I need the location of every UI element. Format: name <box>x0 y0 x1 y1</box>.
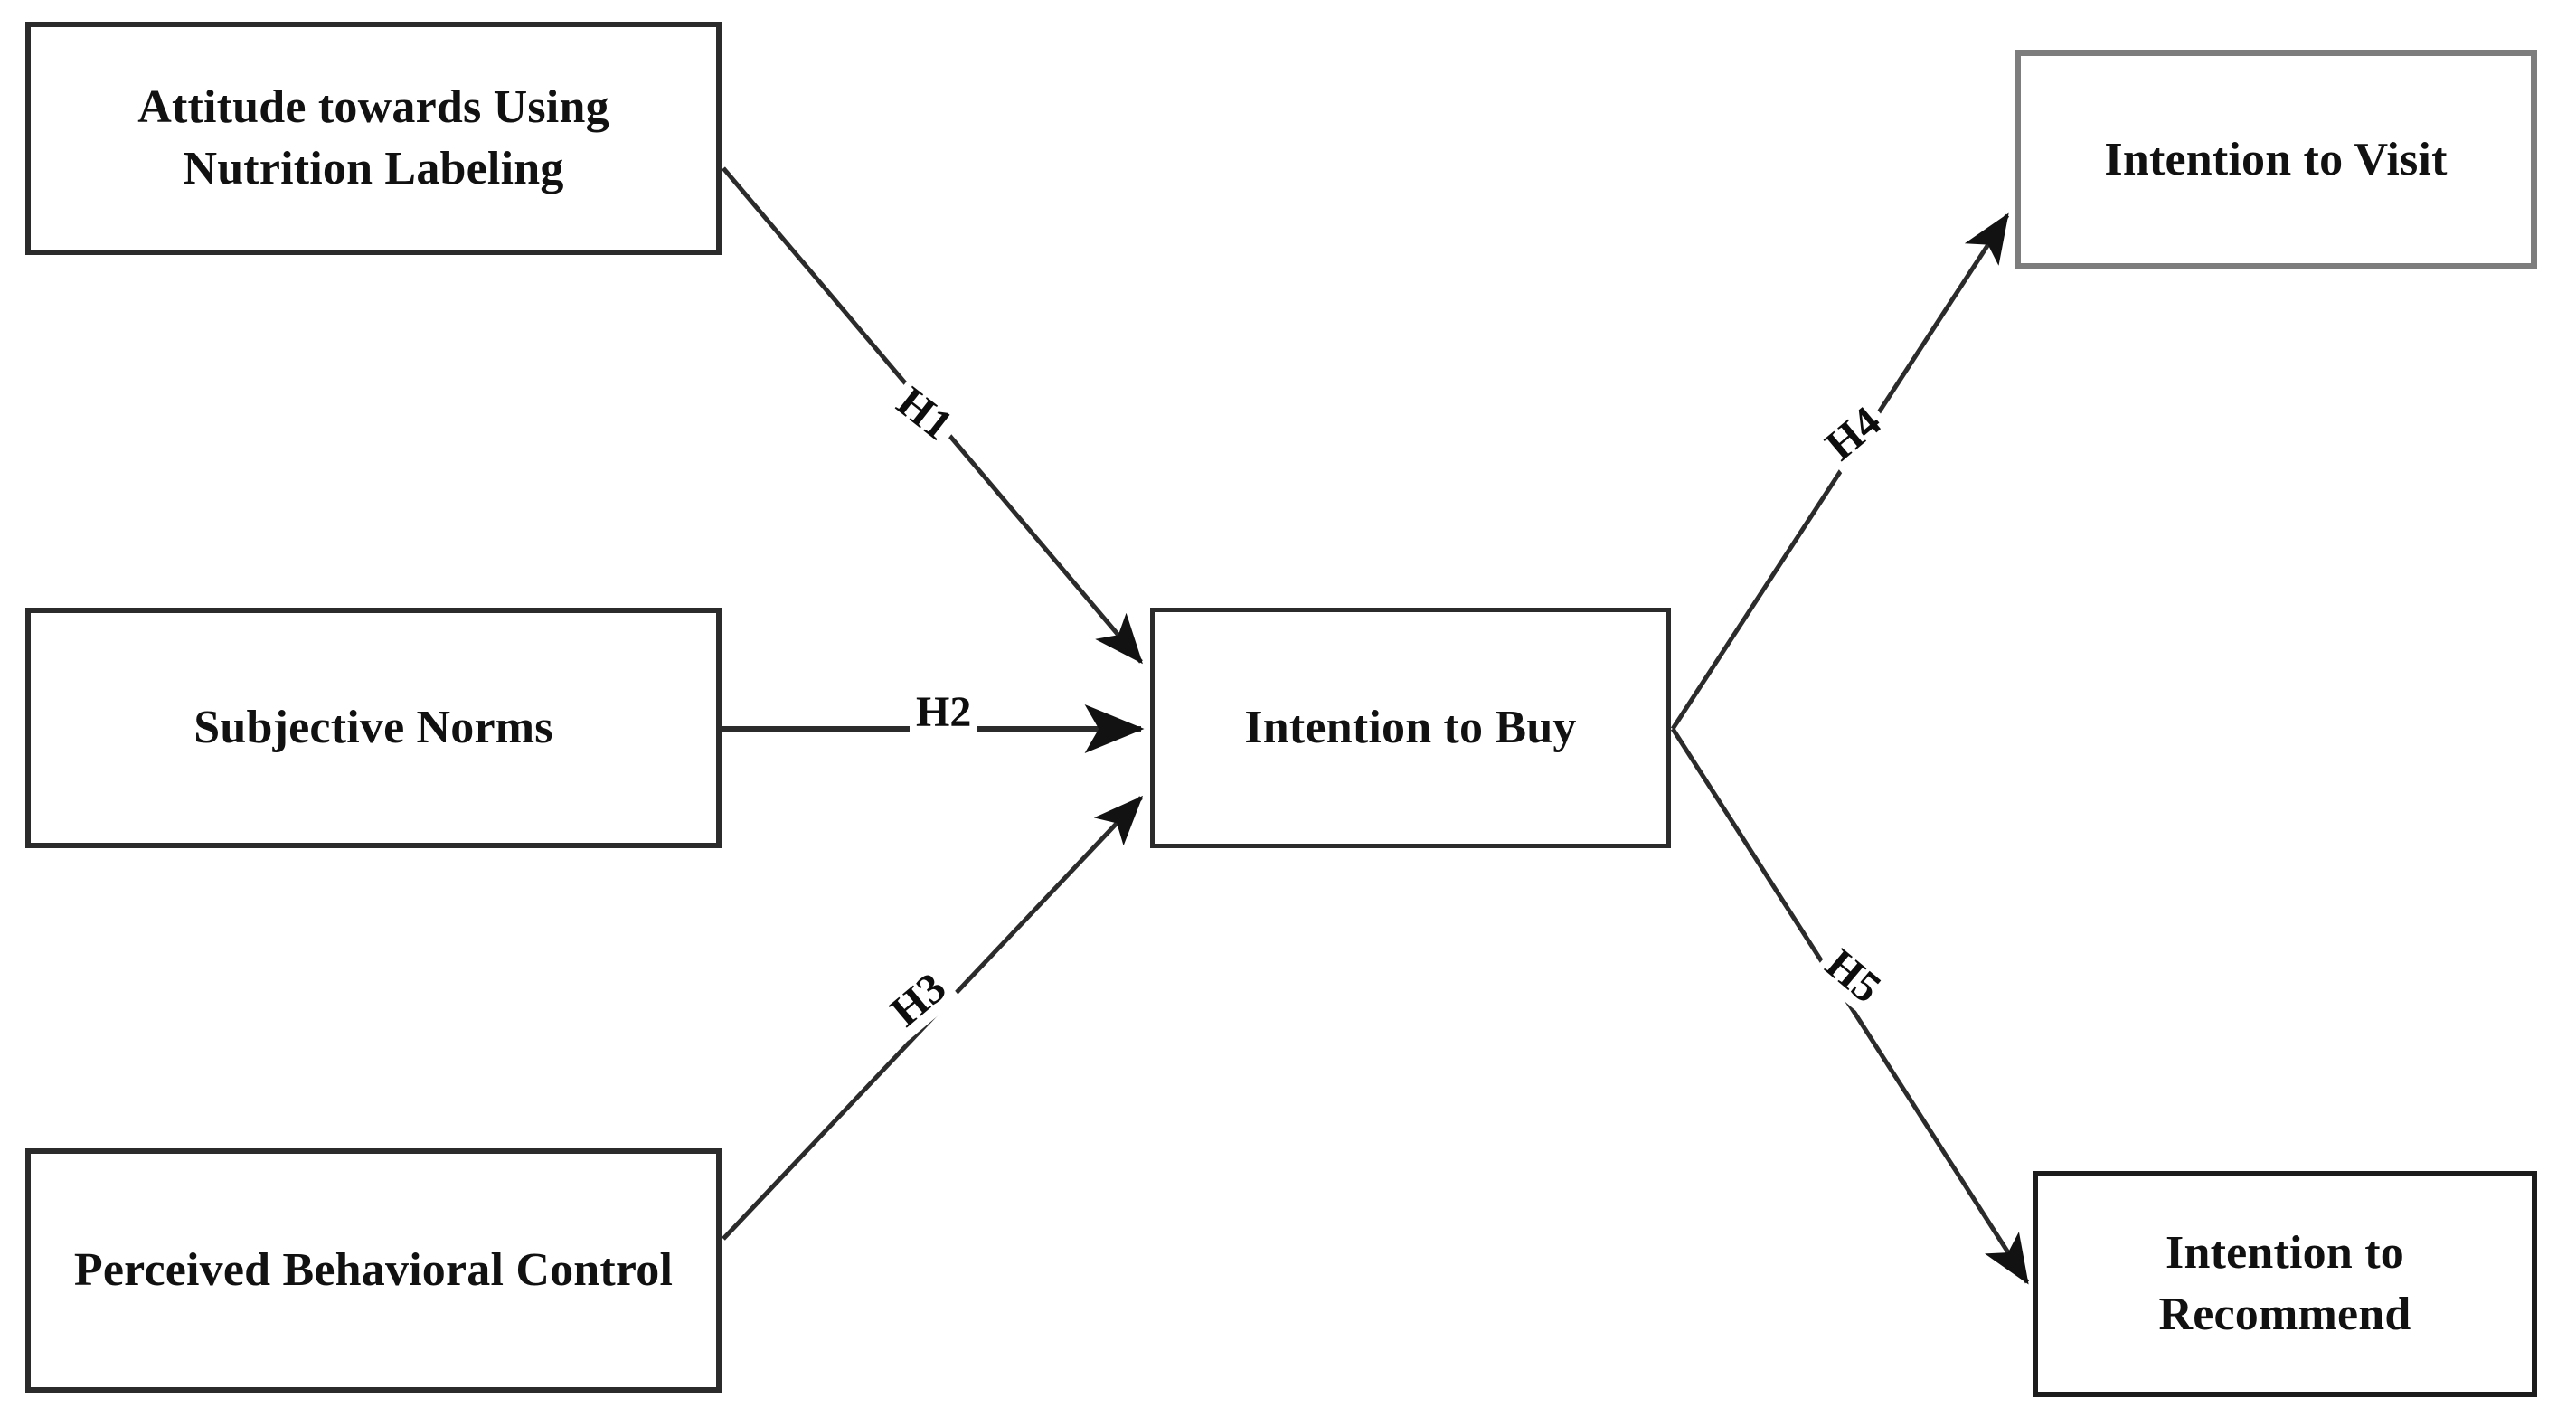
edge-label-h5: H5 <box>1811 935 1896 1017</box>
node-label: Intention to Recommend <box>2158 1227 2411 1340</box>
node-intention-to-recommend[interactable]: Intention to Recommend <box>2033 1171 2537 1397</box>
node-perceived-behavioral-control[interactable]: Perceived Behavioral Control <box>25 1148 722 1393</box>
edge-label-h2: H2 <box>910 687 978 737</box>
node-label: Subjective Norms <box>193 702 553 754</box>
node-subjective-norms[interactable]: Subjective Norms <box>25 608 722 848</box>
node-label: Attitude towards Using Nutrition Labelin… <box>137 81 609 194</box>
edge-h4-line <box>1670 212 2010 731</box>
node-intention-to-buy[interactable]: Intention to Buy <box>1150 608 1671 848</box>
node-intention-to-visit[interactable]: Intention to Visit <box>2015 50 2537 269</box>
edge-label-h1: H1 <box>882 373 967 455</box>
edge-label-h4: H4 <box>1811 392 1896 475</box>
edge-label-h3: H3 <box>876 959 961 1041</box>
node-label: Perceived Behavioral Control <box>73 1244 674 1297</box>
node-label: Intention to Visit <box>2104 133 2448 185</box>
node-attitude-towards-using-nutrition-labeling[interactable]: Attitude towards Using Nutrition Labelin… <box>25 22 722 255</box>
node-label: Intention to Buy <box>1244 702 1577 754</box>
